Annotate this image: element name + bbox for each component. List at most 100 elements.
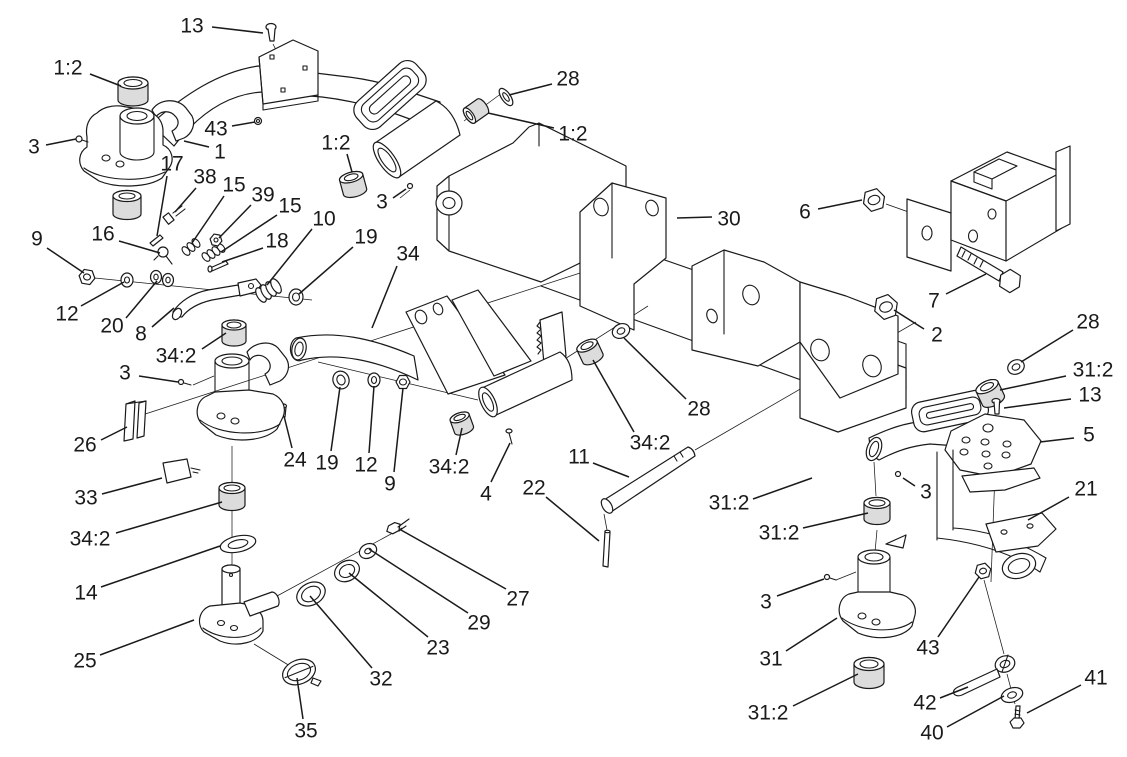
ring-32 — [296, 581, 326, 607]
leader-line-9-39 — [393, 387, 404, 473]
hitch-bracket-assembly — [862, 145, 1071, 294]
leader-line-19-17 — [298, 246, 354, 295]
leader-line-31:2-55 — [752, 477, 813, 500]
leader-line-4-50 — [490, 442, 511, 483]
callout-label-33-40: 33 — [74, 487, 97, 510]
callout-label-41-63: 41 — [1084, 667, 1107, 690]
leader-line-35-44 — [296, 677, 304, 720]
bushing-1-2-upper — [462, 98, 490, 124]
leader-line-3-20 — [392, 188, 407, 199]
leader-line-30-23 — [676, 216, 713, 219]
callout-label-20-14: 20 — [100, 315, 123, 338]
callout-label-30-23: 30 — [717, 208, 740, 231]
leader-line-1:2-1 — [89, 73, 122, 87]
pin-18 — [207, 260, 229, 273]
leader-line-2-26 — [893, 309, 925, 330]
callout-label-5-30: 5 — [1083, 424, 1095, 447]
steering-hardware-cluster — [78, 205, 304, 321]
leader-line-28-54 — [623, 337, 687, 400]
leader-line-5-30 — [1039, 437, 1075, 443]
leader-line-15-7 — [191, 195, 225, 244]
tower-hook — [246, 342, 290, 386]
callout-label-19-17: 19 — [354, 226, 377, 249]
leader-line-28-27 — [1020, 329, 1074, 363]
bolt-38 — [162, 205, 186, 225]
spring-15a — [181, 238, 201, 256]
bolt-27 — [386, 518, 410, 535]
leader-line-22-51 — [545, 496, 600, 542]
callout-label-29-47: 29 — [467, 612, 490, 635]
clip-26 — [123, 400, 147, 442]
washers-20 — [149, 269, 175, 288]
callout-label-9-12: 9 — [31, 228, 43, 251]
right-axle-arm-assembly — [865, 359, 1057, 729]
callout-label-2-26: 2 — [931, 324, 943, 347]
leader-line-18-16 — [221, 247, 264, 263]
leader-line-34:2-41 — [115, 501, 223, 534]
leader-line-25-43 — [99, 619, 195, 656]
callout-label-11-52: 11 — [568, 446, 590, 469]
leader-line-26-35 — [100, 426, 128, 441]
screw-3-mid — [406, 182, 414, 190]
screw-13-plate — [991, 397, 1001, 415]
callout-label-3-31: 3 — [920, 481, 932, 504]
leader-line-7-25 — [945, 273, 987, 295]
callout-label-12-13: 12 — [55, 303, 78, 326]
callout-label-35-44: 35 — [294, 720, 317, 743]
callout-label-43-60: 43 — [916, 637, 939, 660]
washer-28-plate — [1007, 359, 1025, 375]
nut-2 — [874, 294, 898, 320]
callout-label-18-16: 18 — [265, 230, 288, 253]
bushing-1-2-lower — [338, 170, 368, 199]
leader-line-43-3 — [231, 121, 256, 127]
callout-label-38-6: 38 — [193, 166, 216, 189]
center-axle-arm — [279, 289, 573, 445]
lever-8 — [171, 278, 262, 321]
screw-41 — [1009, 705, 1025, 729]
leader-line-3-31 — [902, 477, 916, 487]
callout-label-31:2-56: 31:2 — [759, 522, 800, 545]
block-33 — [162, 458, 201, 484]
callout-label-28-27: 28 — [1076, 311, 1099, 334]
callout-label-15-9: 15 — [278, 195, 301, 218]
mount-plate — [258, 39, 319, 111]
leader-line-12-13 — [80, 281, 125, 307]
callout-label-34:2-41: 34:2 — [70, 528, 111, 551]
bracket-21 — [985, 512, 1057, 580]
callout-label-3-34: 3 — [119, 362, 131, 385]
callout-label-16-11: 16 — [91, 223, 114, 246]
callout-label-13-29: 13 — [1078, 384, 1101, 407]
callout-label-3-20: 3 — [376, 191, 388, 214]
screw-4 — [505, 428, 513, 445]
bolt-7 — [956, 246, 1021, 294]
screw-3-tower — [177, 378, 192, 386]
pivot-bushing-washer-set — [576, 323, 631, 366]
callout-label-28-54: 28 — [687, 398, 710, 421]
callout-label-26-35: 26 — [73, 434, 96, 457]
leader-line-23-46 — [348, 572, 429, 638]
callout-label-34-18: 34 — [396, 243, 420, 266]
leader-line-43-60 — [937, 576, 980, 638]
left-tower-spindle-assembly — [123, 319, 410, 687]
right-spindle-assembly — [823, 496, 916, 690]
screw-13-top — [265, 22, 277, 42]
leader-line-41-63 — [1026, 684, 1082, 714]
leader-line-31-58 — [785, 617, 838, 652]
callout-label-6-24: 6 — [799, 201, 811, 224]
leader-line-33-40 — [101, 477, 163, 495]
left-spindle-housing — [75, 76, 173, 221]
leader-line-3-2 — [45, 138, 77, 146]
callout-label-1-4: 1 — [214, 141, 226, 164]
leader-lines-group — [45, 26, 1082, 728]
callout-label-34:2-49: 34:2 — [429, 456, 470, 479]
callout-label-28-21: 28 — [556, 68, 579, 91]
frame-arm-assembly — [150, 22, 441, 147]
callout-label-10-10: 10 — [312, 208, 335, 231]
leader-line-11-52 — [592, 462, 630, 478]
callout-label-23-46: 23 — [426, 637, 449, 660]
bushing-34-2-arm — [449, 411, 475, 436]
callout-label-1:2-19: 1:2 — [321, 132, 350, 155]
callout-label-1:2-22: 1:2 — [558, 123, 587, 146]
